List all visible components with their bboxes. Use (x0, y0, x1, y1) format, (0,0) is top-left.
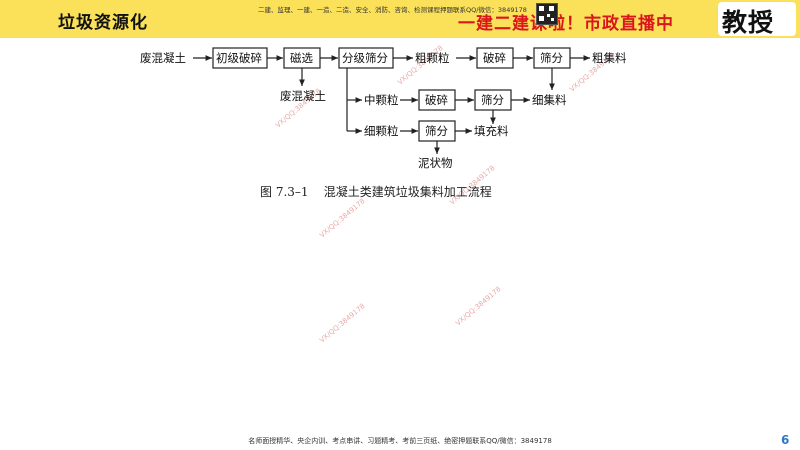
input-label: 废混凝土 (140, 51, 186, 65)
brand-logo: 教授 (718, 2, 796, 37)
medium-screen-label: 筛分 (481, 93, 504, 107)
watermark: VX/QQ:3849178 (318, 197, 366, 239)
fine-screen-label: 筛分 (425, 124, 448, 138)
coarse-particles-label: 粗颗粒 (415, 51, 450, 65)
watermark: VX/QQ:3849178 (454, 285, 502, 327)
slide-title: 垃圾资源化 (58, 13, 148, 33)
medium-crush-label: 破碎 (425, 93, 448, 107)
contact-notice: 二建、监理、一建、一造、二造、安全、消防、咨询、检测课程押题联系QQ/微信：38… (258, 6, 527, 14)
filler-label: 填充料 (474, 124, 509, 138)
grading-screen-label: 分级筛分 (342, 51, 388, 65)
watermark: VX/QQ:3849178 (318, 302, 366, 344)
live-banner: 一建二建课啦！市政直播中 (458, 14, 674, 34)
medium-particles-label: 中颗粒 (364, 93, 399, 107)
coarse-crush-label: 破碎 (483, 51, 506, 65)
primary-crush-label: 初级破碎 (216, 51, 262, 65)
coarse-screen-label: 筛分 (540, 51, 563, 65)
figure-caption: 图 7.3–1 混凝土类建筑垃圾集料加工流程 (260, 184, 492, 199)
coarse-aggregate-label: 粗集料 (592, 51, 627, 65)
header-bar: 垃圾资源化 二建、监理、一建、一造、二造、安全、消防、咨询、检测课程押题联系QQ… (0, 0, 800, 38)
fine-aggregate-label: 细集料 (532, 93, 567, 107)
page-number: 6 (781, 433, 790, 447)
mud-label: 泥状物 (418, 156, 453, 170)
fine-particles-label: 细颗粒 (364, 124, 399, 138)
brand-logo-text: 教授 (722, 8, 775, 37)
magnetic-out-label: 废混凝土 (280, 89, 326, 103)
qr-code-icon (536, 3, 558, 25)
magnetic-sep-label: 磁选 (290, 51, 313, 65)
footer-text: 名师面授精华、央企内训、考点串讲、习题精考、考前三页纸、绝密押题联系QQ/微信：… (248, 437, 552, 445)
flowchart-figure: VX/QQ:3849178 VX/QQ:3849178 VX/QQ:384917… (140, 44, 627, 344)
